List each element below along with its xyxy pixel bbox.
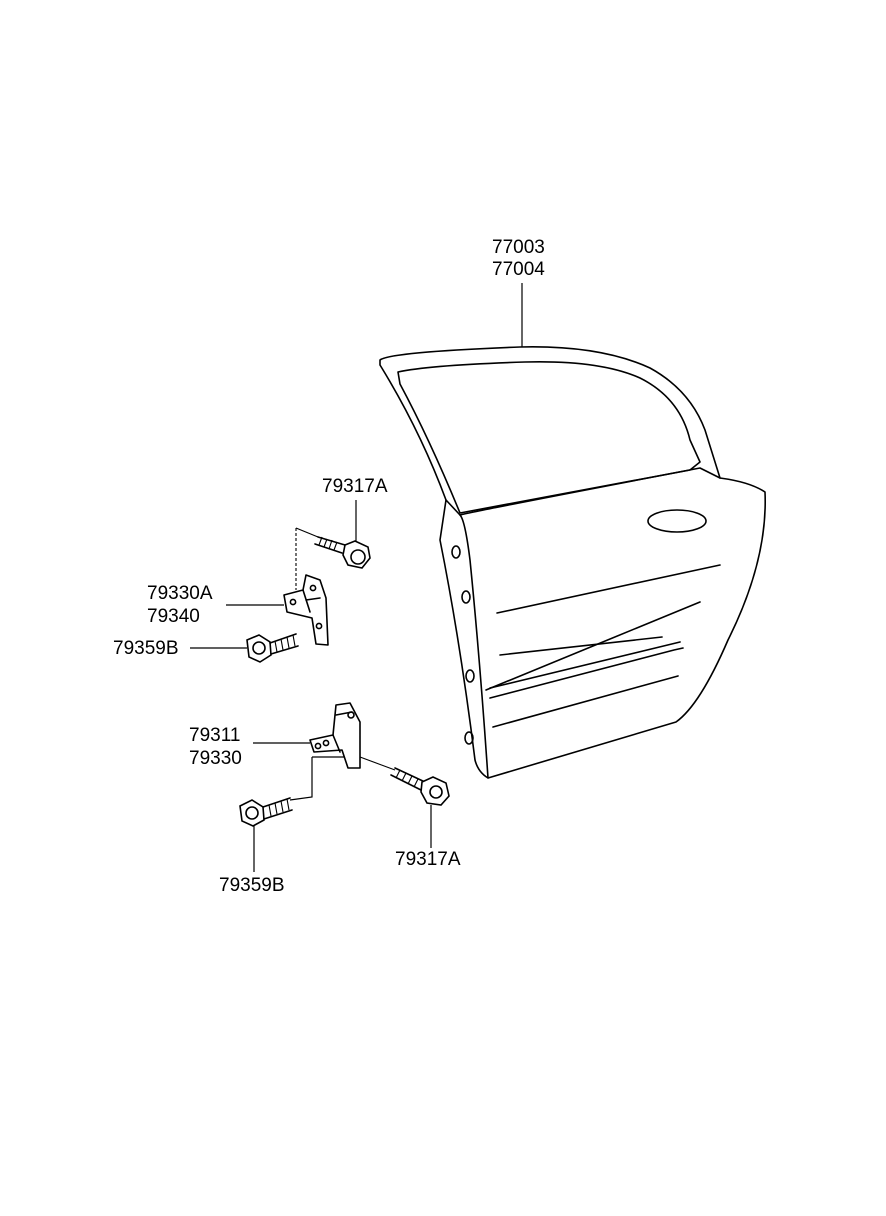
lower-bolt-left (239, 797, 293, 872)
label-bolt-lower-right: 79317A (395, 849, 461, 870)
upper-hinge (226, 574, 329, 646)
lower-bolt-right (359, 756, 450, 848)
label-door-panel-2: 77004 (492, 259, 545, 280)
label-upper-hinge-1: 79330A (147, 583, 213, 604)
label-lower-hinge-2: 79330 (189, 748, 242, 769)
upper-bolt-left (190, 633, 299, 663)
label-bolt-upper-right: 79317A (322, 476, 388, 497)
lower-hinge (253, 702, 361, 801)
label-lower-hinge-1: 79311 (189, 725, 241, 746)
label-door-panel-1: 77003 (492, 237, 545, 258)
label-bolt-lower-left: 79359B (219, 875, 285, 896)
label-upper-hinge-2: 79340 (147, 606, 200, 627)
rear-door-panel (379, 283, 767, 779)
upper-bolt-right (295, 500, 371, 590)
label-bolt-upper-left: 79359B (113, 638, 179, 659)
